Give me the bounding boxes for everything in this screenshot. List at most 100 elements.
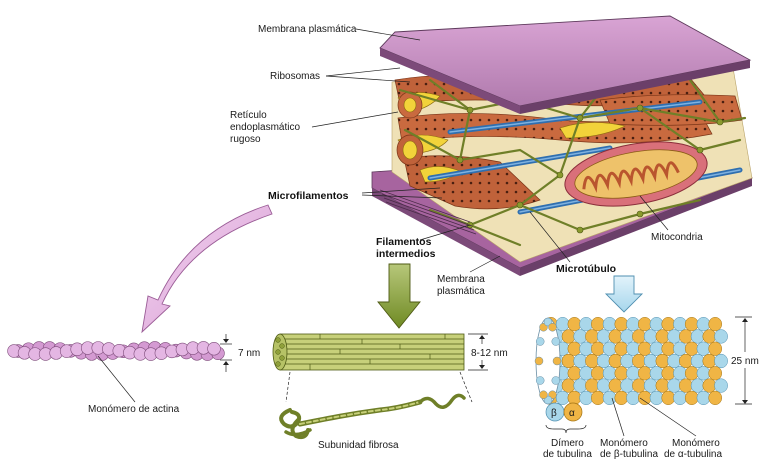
alpha-tubulin-monomer <box>655 353 670 369</box>
microtubule-protofilament-end <box>534 356 544 366</box>
alpha-tubulin-monomer <box>679 353 693 369</box>
fibrous-subunit <box>279 393 466 440</box>
alpha-tubulin-monomer <box>632 329 646 344</box>
microtubule-protofilament-end <box>552 356 562 366</box>
beta-tubulin-monomer <box>602 390 617 405</box>
label-actina-size: 7 nm <box>238 348 260 359</box>
alpha-tubulin-monomer <box>614 341 629 356</box>
beta-tubulin-monomer <box>673 341 687 356</box>
beta-tubulin-monomer <box>690 353 705 369</box>
label-filamentos-2: intermedios <box>376 248 436 260</box>
alpha-tubulin-monomer <box>585 329 599 344</box>
alpha-tubulin-monomer <box>585 353 599 369</box>
alpha-tubulin-monomer <box>591 366 605 381</box>
label-membrana-bottom-2: plasmática <box>437 286 485 297</box>
alpha-tubulin-monomer <box>661 366 676 381</box>
beta-tubulin-monomer <box>555 317 570 332</box>
microtubule-protofilament-end <box>551 376 561 385</box>
alpha-tubulin-monomer <box>708 366 723 381</box>
beta-tubulin-monomer <box>696 366 711 381</box>
label-reticulo-1: Retículo <box>230 110 267 121</box>
beta-tubulin-monomer <box>596 329 611 344</box>
label-ribosomas: Ribosomas <box>270 71 320 82</box>
beta-tubulin-monomer <box>620 329 635 344</box>
microtubule-protofilament-end <box>548 322 557 332</box>
beta-tubulin-monomer <box>573 378 588 393</box>
alpha-tubulin-monomer <box>661 341 676 356</box>
beta-tubulin-monomer <box>673 317 687 332</box>
beta-tubulin-monomer <box>579 317 593 332</box>
alpha-tubulin-monomer <box>632 378 646 393</box>
cell-microfilaments <box>379 189 477 235</box>
label-mono-beta-1: Monómero <box>600 438 648 449</box>
alpha-tubulin-monomer <box>614 390 629 405</box>
intermediate-filament-bundle <box>272 333 465 371</box>
label-dimero-2: de tubulina <box>543 449 592 460</box>
alpha-tubulin-monomer <box>608 353 623 369</box>
actin-monomer <box>207 342 221 356</box>
alpha-tubulin-monomer <box>708 317 723 332</box>
beta-tubulin-monomer <box>649 341 664 356</box>
label-filamentos-1: Filamentos <box>376 236 432 248</box>
alpha-tubulin-monomer <box>708 341 723 356</box>
microtubule-protofilament-end <box>539 390 548 400</box>
label-mono-beta-2: de β-tubulina <box>600 449 658 460</box>
beta-tubulin-monomer <box>667 353 681 369</box>
alpha-tubulin-monomer <box>655 329 670 344</box>
alpha-tubulin-monomer <box>632 353 646 369</box>
alpha-tubulin-monomer <box>567 390 582 405</box>
label-subunidad: Subunidad fibrosa <box>318 440 399 451</box>
alpha-tubulin-monomer <box>702 353 717 369</box>
alpha-tubulin-monomer <box>655 378 670 393</box>
beta-tubulin-monomer <box>714 329 728 344</box>
microtubule-protofilament-end <box>551 337 561 346</box>
beta-tubulin-monomer <box>620 353 635 369</box>
beta-tubulin-monomer <box>602 341 617 356</box>
label-microfilamentos: Microfilamentos <box>268 190 349 202</box>
alpha-tubulin-monomer <box>567 317 582 332</box>
label-reticulo-2: endoplasmático <box>230 122 300 133</box>
alpha-tubulin-monomer <box>591 317 605 332</box>
alpha-tubulin-monomer <box>561 378 576 393</box>
alpha-tubulin-monomer <box>608 378 623 393</box>
beta-tubulin-monomer <box>643 378 658 393</box>
beta-tubulin-monomer <box>626 390 640 405</box>
alpha-tubulin-monomer <box>661 390 676 405</box>
alpha-tubulin-monomer <box>585 378 599 393</box>
alpha-tubulin-monomer <box>561 329 576 344</box>
beta-tubulin-monomer <box>667 378 681 393</box>
beta-tubulin-monomer <box>626 366 640 381</box>
beta-tubulin-monomer <box>673 366 687 381</box>
beta-tubulin-monomer <box>673 390 687 405</box>
alpha-tubulin-monomer <box>679 329 693 344</box>
beta-tubulin-monomer <box>573 353 588 369</box>
mitochondrion <box>564 141 708 207</box>
microtubule-protofilament-end <box>535 337 545 346</box>
arrow-microfilamentos <box>141 204 273 334</box>
beta-tubulin-monomer <box>714 353 728 369</box>
beta-tubulin-monomer <box>696 341 711 356</box>
beta-tubulin-monomer <box>643 329 658 344</box>
cell-labels: Membrana plasmática Ribosomas Retículo e… <box>230 24 703 297</box>
beta-tubulin-monomer <box>696 390 711 405</box>
beta-tubulin-monomer <box>579 341 593 356</box>
alpha-tubulin-monomer <box>591 341 605 356</box>
label-monomero-actina: Monómero de actina <box>88 404 180 415</box>
label-mt-size: 25 nm <box>731 356 759 367</box>
alpha-tubulin-monomer <box>567 366 582 381</box>
label-microtubulo: Microtúbulo <box>556 263 616 275</box>
alpha-tubulin-monomer <box>561 353 576 369</box>
beta-tubulin-monomer <box>555 390 570 405</box>
label-membrana-top: Membrana plasmática <box>258 24 357 35</box>
alpha-tubulin-monomer <box>591 390 605 405</box>
alpha-tubulin-monomer <box>637 341 652 356</box>
beta-tubulin-monomer <box>626 317 640 332</box>
beta-tubulin-monomer <box>602 317 617 332</box>
beta-tubulin-monomer <box>596 353 611 369</box>
beta-tubulin-monomer <box>690 329 705 344</box>
label-membrana-bottom-1: Membrana <box>437 274 485 285</box>
microtubule-protofilament-end <box>535 376 545 385</box>
alpha-tubulin-monomer <box>684 390 699 405</box>
